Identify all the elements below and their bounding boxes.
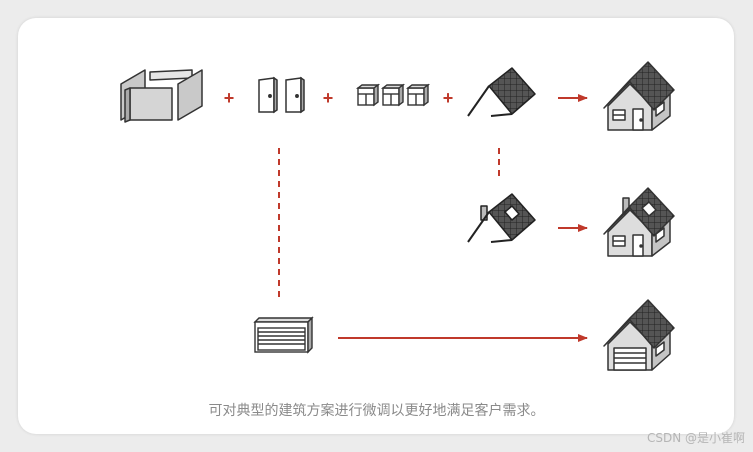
house-icon xyxy=(603,61,675,131)
doors-icon xyxy=(258,76,305,114)
diagram-caption: 可对典型的建筑方案进行微调以更好地满足客户需求。 xyxy=(208,403,545,419)
house-garage-icon xyxy=(603,299,675,371)
watermark: CSDN @是小崔啊 xyxy=(646,431,745,445)
garage-door-icon xyxy=(253,316,314,354)
walls-icon xyxy=(120,69,203,123)
windows-icon xyxy=(355,83,431,107)
roof-chimney-skylight-icon xyxy=(467,193,536,243)
plus-sign-1: + xyxy=(224,88,235,108)
plus-sign-3: + xyxy=(443,88,454,108)
plus-sign-2: + xyxy=(323,88,334,108)
roof-icon xyxy=(467,67,536,117)
house-chimney-skylight-icon xyxy=(603,187,675,257)
